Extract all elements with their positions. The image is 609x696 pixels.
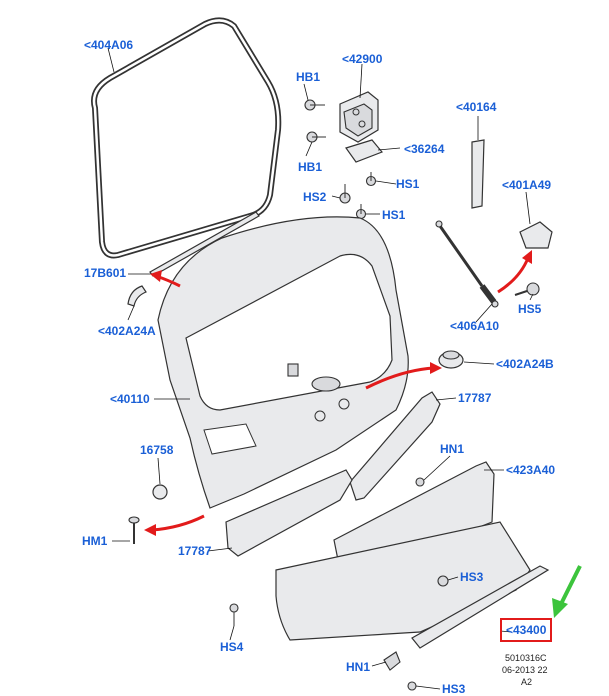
label-402A24B: <402A24B: [496, 357, 554, 371]
label-17787-lower: 17787: [178, 544, 212, 558]
label-406A10: <406A10: [450, 319, 500, 333]
label-402A24A: <402A24A: [98, 324, 156, 338]
label-17787-upper: 17787: [458, 391, 492, 405]
label-17B601: 17B601: [84, 266, 127, 280]
leader-lines: [107, 47, 534, 690]
footer-ref-number: 5010316C: [505, 653, 547, 663]
label-hs1-b: HS1: [382, 208, 406, 222]
bump-stop-a: [127, 285, 147, 307]
label-hb1-bottom: HB1: [298, 160, 323, 174]
green-pointer-arrow: [552, 565, 582, 618]
tailgate-hinge: [339, 91, 379, 143]
label-404A06: <404A06: [84, 38, 134, 52]
label-hm1: HM1: [82, 534, 108, 548]
red-arrow-bumpstop: [365, 366, 435, 390]
label-hs2: HS2: [303, 190, 327, 204]
red-arrow-clip: [151, 514, 205, 532]
label-36264: <36264: [404, 142, 445, 156]
label-hn1-b: HN1: [346, 660, 371, 674]
hinge-bracket: [345, 139, 383, 163]
label-42900: <42900: [342, 52, 383, 66]
label-401A49: <401A49: [502, 178, 552, 192]
label-hn1-a: HN1: [440, 442, 465, 456]
tailgate-panel: [157, 216, 409, 509]
label-hs3-b: HS3: [442, 682, 466, 696]
label-16758: 16758: [140, 443, 174, 457]
trim-strip-43400: [411, 565, 550, 649]
label-hs5: HS5: [518, 302, 542, 316]
fasteners-lower: [128, 477, 449, 691]
strut-ball-bracket: [519, 221, 553, 249]
footer-ref-date: 06-2013 22: [502, 665, 548, 675]
label-hs1-a: HS1: [396, 177, 420, 191]
red-arrows: [144, 250, 532, 536]
label-423A40: <423A40: [506, 463, 556, 477]
label-40110: <40110: [110, 392, 150, 406]
trim-panel-lower: [225, 469, 353, 557]
gas-strut: [435, 220, 499, 308]
label-40164: <40164: [456, 100, 497, 114]
label-hs4: HS4: [220, 640, 244, 654]
label-43400-highlighted: <43400: [500, 618, 553, 642]
tailgate-weatherstrip: [91, 17, 282, 259]
bolt-hs5: [514, 282, 540, 296]
trim-panel-upper: [349, 391, 441, 501]
red-arrow-strut: [497, 257, 530, 294]
label-hs3-a: HS3: [460, 570, 484, 584]
bump-stop-b: [438, 350, 464, 369]
strut-bracket: [471, 139, 485, 209]
label-hb1-top: HB1: [296, 70, 321, 84]
footer-ref-revision: A2: [521, 677, 533, 687]
